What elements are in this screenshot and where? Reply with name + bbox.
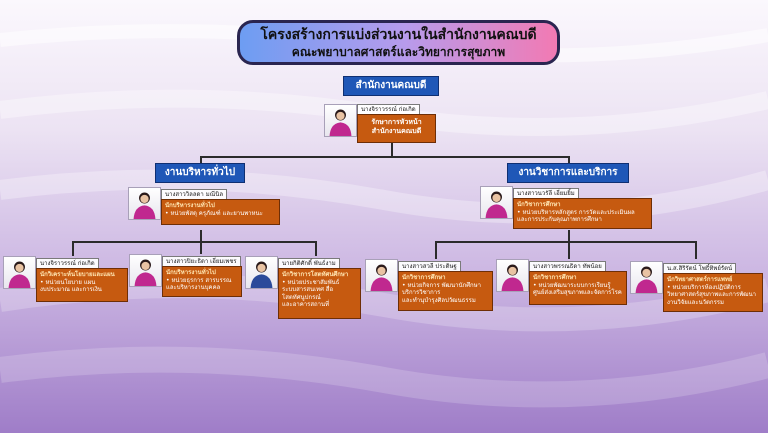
person-portrait-icon [496, 259, 529, 292]
page-title: โครงสร้างการแบ่งส่วนงานในสำนักงานคณบดี ค… [237, 20, 560, 65]
head-role-line-2: สำนักงานคณบดี [371, 127, 422, 135]
connector-head-down [391, 143, 393, 156]
admin-staff-role-box: นักวิชาการโสตทัศนศึกษา • หน่วยประชาสัมพั… [278, 268, 361, 319]
admin-staff-duty: • หน่วยนโยบาย แผน [40, 278, 96, 286]
connector-admin-staff-3 [315, 241, 317, 256]
person-portrait-icon [128, 187, 161, 220]
head-role-line-1: รักษาการหัวหน้า [371, 118, 422, 126]
connector-academic-staff-2 [568, 241, 570, 259]
academic-staff-duty: บริการวิชาการ [402, 289, 441, 296]
admin-staff-role-box: นักวิเคราะห์นโยบายและแผน • หน่วยนโยบาย แ… [36, 268, 128, 302]
admin-staff-role: นักวิชาการโสตทัศนศึกษา [282, 271, 349, 278]
academic-staff-duty: ศูนย์ส่งเสริมสุขภาพและจัดการโรค [533, 289, 622, 296]
academic-lead-duty: • หน่วยบริหารหลักสูตร การวัดและประเมินผล [517, 208, 635, 216]
title-line-2: คณะพยาบาลศาสตร์และวิทยาการสุขภาพ [291, 45, 506, 59]
connector-academic-staff-1 [435, 241, 437, 259]
connector-academic-lead-down [568, 230, 570, 241]
connector-admin-lead-down [200, 230, 202, 241]
academic-staff-role: นักวิชาการศึกษา [533, 274, 577, 281]
admin-lead-role: นักบริหารงานทั่วไป [165, 202, 215, 209]
admin-staff-duty: และอาคารสถานที่ [282, 301, 330, 308]
academic-lead-duty: และการประกันคุณภาพการศึกษา [517, 216, 602, 223]
connector-academic-staff-horizontal [435, 241, 695, 243]
admin-staff-role: นักวิเคราะห์นโยบายและแผน [40, 271, 115, 278]
admin-staff-role: นักบริหารงานทั่วไป [166, 269, 216, 276]
academic-staff-duty: • หน่วยกิจการ พัฒนานักศึกษา [402, 281, 482, 289]
connector-admin-staff-horizontal [72, 241, 315, 243]
person-portrait-icon [129, 254, 162, 287]
head-role-box: รักษาการหัวหน้า สำนักงานคณบดี [357, 114, 436, 143]
academic-staff-duty: วิทยาศาสตร์สุขภาพและการพัฒนา [667, 291, 757, 298]
admin-staff-role-box: นักบริหารงานทั่วไป • หน่วยธุรการ สารบรรณ… [162, 266, 242, 297]
office-header: สำนักงานคณบดี [343, 76, 439, 96]
academic-staff-duty: • หน่วยพัฒนาระบบการเรียนรู้ [533, 281, 611, 289]
admin-staff-duty: • หน่วยธุรการ สารบรรณ [166, 276, 232, 284]
academic-staff-role-box: นักวิชาการศึกษา • หน่วยพัฒนาระบบการเรียน… [529, 271, 627, 305]
admin-staff-duty: ระบบสารสนเทศ สื่อ [282, 286, 334, 293]
academic-staff-role-box: นักวิทยาศาสตร์การแพทย์ • หน่วยบริการห้อง… [663, 273, 763, 312]
person-portrait-icon [630, 261, 663, 294]
admin-lead-duty: • หน่วยพัสดุ ครุภัณฑ์ และยานพาหนะ [165, 209, 263, 217]
admin-staff-duty: งบประมาณ และการเงิน [40, 286, 102, 293]
connector-academic-down [568, 156, 570, 163]
admin-lead-role-box: นักบริหารงานทั่วไป • หน่วยพัสดุ ครุภัณฑ์… [161, 199, 280, 225]
academic-lead-role-box: นักวิชาการศึกษา • หน่วยบริหารหลักสูตร กา… [513, 198, 652, 229]
title-line-1: โครงสร้างการแบ่งส่วนงานในสำนักงานคณบดี [260, 27, 537, 43]
academic-header: งานวิชาการและบริการ [507, 163, 629, 183]
academic-staff-role: นักวิชาการศึกษา [402, 274, 446, 281]
person-portrait-icon [365, 259, 398, 292]
academic-lead-role: นักวิชาการศึกษา [517, 201, 561, 208]
person-portrait-icon [245, 256, 278, 289]
admin-staff-duty: และบริหารงานบุคคล [166, 284, 221, 291]
academic-staff-duty: งานวิจัยและนวัตกรรม [667, 298, 724, 306]
academic-staff-role-box: นักวิชาการศึกษา • หน่วยกิจการ พัฒนานักศึ… [398, 271, 493, 311]
academic-staff-role: นักวิทยาศาสตร์การแพทย์ [667, 276, 733, 283]
admin-staff-duty: โสตทัศนูปกรณ์ [282, 293, 321, 301]
admin-staff-duty: • หน่วยประชาสัมพันธ์ [282, 278, 340, 286]
academic-staff-duty: • หน่วยบริการห้องปฏิบัติการ [667, 283, 741, 291]
academic-staff-duty: และทำนุบำรุงศิลปวัฒนธรรม [402, 296, 476, 304]
connector-admin-staff-1 [72, 241, 74, 256]
connector-admin-down [200, 156, 202, 163]
person-portrait-icon [3, 256, 36, 289]
connector-academic-staff-3 [695, 241, 697, 259]
person-portrait-icon [480, 186, 513, 219]
person-portrait-icon [324, 104, 357, 137]
connector-admin-staff-2 [200, 241, 202, 254]
admin-header: งานบริหารทั่วไป [155, 163, 245, 183]
connector-branch-horizontal [200, 156, 568, 158]
